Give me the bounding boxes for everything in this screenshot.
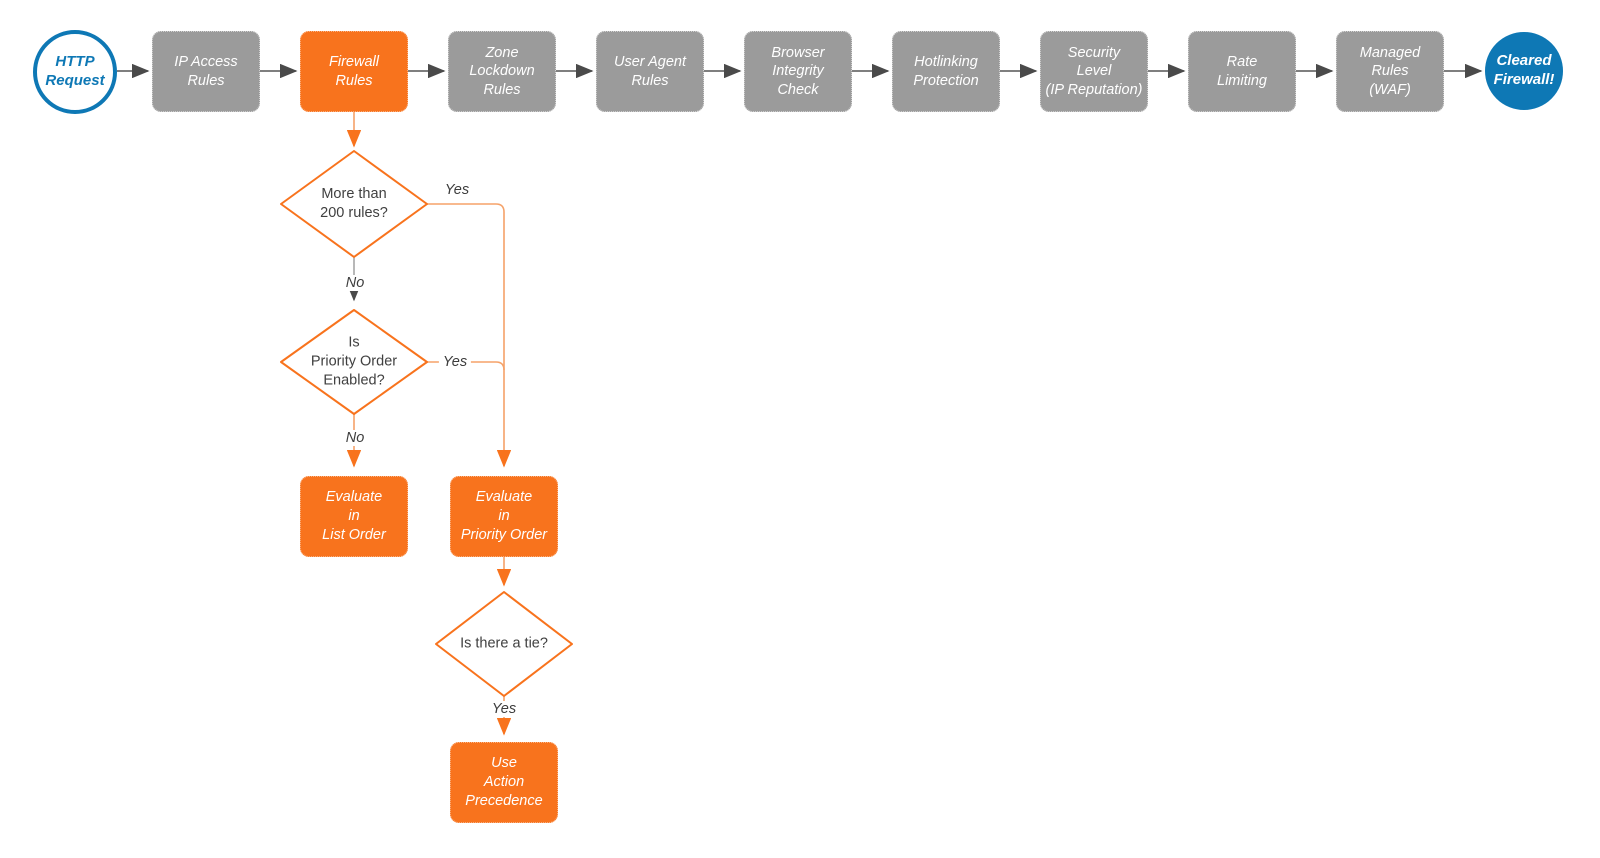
- label-yes-priority-enabled: Yes: [438, 354, 472, 370]
- decision-tie-shape: [435, 591, 573, 697]
- end-node-cleared-firewall: Cleared Firewall!: [1485, 32, 1563, 110]
- step-rate-limiting: Rate Limiting: [1188, 31, 1296, 112]
- decision-priority-enabled-question: Is Priority Order Enabled?: [310, 334, 398, 389]
- step-label: Zone Lockdown Rules: [469, 44, 535, 98]
- box-evaluate-priority-order: Evaluate in Priority Order: [450, 476, 558, 557]
- action-label: Evaluate in List Order: [322, 488, 386, 544]
- step-label: IP Access Rules: [174, 53, 238, 89]
- step-user-agent-rules: User Agent Rules: [596, 31, 704, 112]
- action-label: Evaluate in Priority Order: [460, 488, 548, 544]
- decision-tie-question: Is there a tie?: [460, 635, 548, 652]
- arrow-yes-priority-enabled-merge: [427, 361, 505, 371]
- step-label: Security Level (IP Reputation): [1045, 44, 1143, 98]
- step-label: Browser Integrity Check: [771, 44, 825, 98]
- step-zone-lockdown-rules: Zone Lockdown Rules: [448, 31, 556, 112]
- step-label: Rate Limiting: [1217, 53, 1267, 89]
- start-node-http-request: HTTP Request: [33, 30, 117, 114]
- decision-more-than-200-shape: [280, 150, 428, 258]
- step-browser-integrity-check: Browser Integrity Check: [744, 31, 852, 112]
- arrow-yes-more-than-200-to-priority-order: [427, 203, 512, 468]
- box-evaluate-list-order: Evaluate in List Order: [300, 476, 408, 557]
- label-no-more-than-200: No: [341, 275, 369, 291]
- end-node-label: Cleared Firewall!: [1493, 52, 1555, 88]
- step-security-level-ip-reputation: Security Level (IP Reputation): [1040, 31, 1148, 112]
- step-label: Hotlinking Protection: [913, 53, 979, 89]
- step-managed-rules-waf: Managed Rules (WAF): [1336, 31, 1444, 112]
- step-label: Managed Rules (WAF): [1359, 44, 1421, 98]
- start-node-label: HTTP Request: [45, 53, 105, 89]
- step-hotlinking-protection: Hotlinking Protection: [892, 31, 1000, 112]
- label-yes-more-than-200: Yes: [440, 182, 474, 198]
- box-use-action-precedence: Use Action Precedence: [450, 742, 558, 823]
- step-label: Firewall Rules: [329, 53, 379, 89]
- label-no-priority-enabled: No: [341, 430, 369, 446]
- decision-priority-enabled-shape: [280, 309, 428, 415]
- decision-more-than-200-question: More than 200 rules?: [320, 186, 388, 221]
- label-yes-tie: Yes: [487, 701, 521, 717]
- action-label: Use Action Precedence: [465, 754, 543, 810]
- step-label: User Agent Rules: [614, 53, 686, 89]
- step-firewall-rules: Firewall Rules: [300, 31, 408, 112]
- step-ip-access-rules: IP Access Rules: [152, 31, 260, 112]
